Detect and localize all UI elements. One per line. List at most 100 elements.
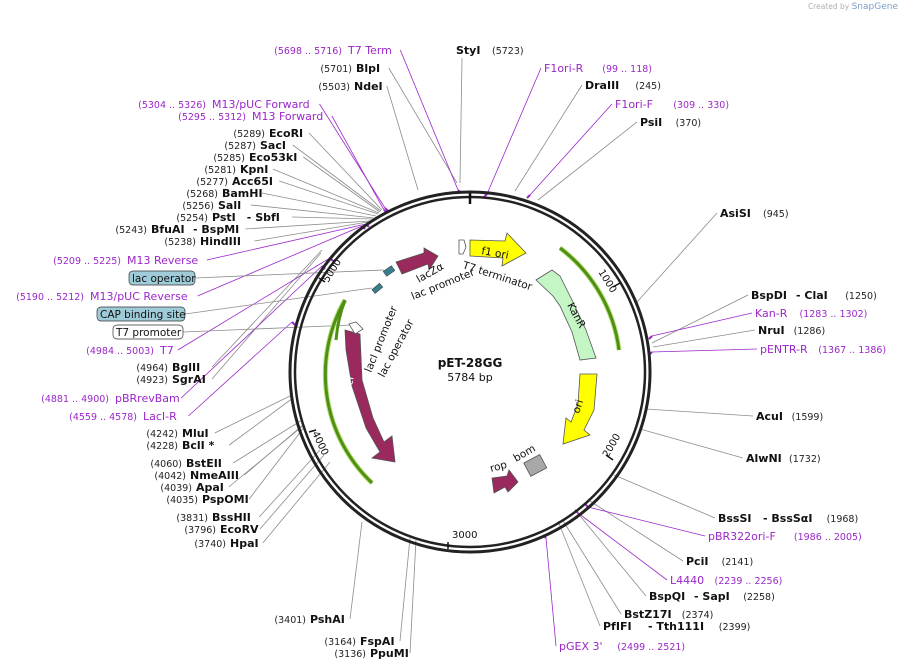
primer-range: (99 .. 118) (602, 64, 652, 75)
enzyme-position: (1732) (789, 454, 821, 465)
rop-arrow (491, 469, 519, 494)
primer-range: (5698 .. 5716) (274, 46, 342, 57)
enzyme-psii: PsiI(370) (640, 116, 701, 129)
t7-promoter-connector (182, 324, 353, 333)
enzyme-position: (3401) (274, 615, 306, 626)
enzyme-position: (4039) (160, 483, 192, 494)
enzyme-name: HpaI (230, 537, 259, 550)
enzyme-name: BclI * (182, 439, 215, 452)
enzyme-saci: SacI(5287) (224, 139, 286, 152)
enzyme-connector-bcli (228, 397, 294, 446)
enzyme-styi: StyI(5723) (456, 44, 524, 57)
enzyme-name-2: - SbfI (247, 211, 280, 224)
lacz-arrow (395, 247, 439, 275)
enzyme-name: BamHI (222, 187, 263, 200)
primer-range: (1986 .. 2005) (794, 532, 862, 543)
enzyme-connector-apai (228, 424, 305, 488)
enzyme-name: BstZ17I (624, 608, 672, 621)
enzyme-connector-bsshii (258, 449, 321, 518)
primer-mark (648, 335, 653, 340)
t7-promoter-box (112, 324, 184, 340)
enzyme-connector-pfifi (557, 520, 601, 627)
primer-m13puc_rev: M13/pUC Reverse(5190 .. 5212) (16, 290, 188, 303)
t7-terminator-arrow (458, 239, 467, 255)
primer-name: pBR322ori-F (708, 530, 776, 543)
enzyme-connector-bspqi (575, 510, 647, 597)
enzyme-connector-acui (645, 408, 754, 417)
enzyme-position: (1968) (827, 514, 859, 525)
tick-3000: 3000 (452, 530, 477, 541)
enzyme-name: SgrAI (172, 373, 206, 386)
primer-connector-m13puc_fwd (319, 103, 386, 209)
enzyme-connector-hpai (262, 461, 331, 544)
enzyme-name-2: - BssSαI (763, 512, 812, 525)
primer-range: (4984 .. 5003) (86, 346, 154, 357)
primer-name: M13 Forward (252, 110, 323, 123)
green-arcs (322, 246, 622, 485)
enzyme-blpi: BlpI(5701) (320, 62, 380, 75)
primer-name: LacI-R (143, 410, 177, 423)
enzyme-name: BlpI (356, 62, 380, 75)
primer-connector-pgex3 (545, 537, 557, 647)
tick-4000: 4000 (309, 430, 330, 458)
primer-l4440: L4440(2239 .. 2256) (670, 574, 782, 587)
enzyme-name-2: - BspMI (193, 223, 239, 236)
enzyme-connector-pshai (349, 521, 363, 620)
enzyme-connector-psti (291, 216, 373, 220)
enzyme-name: Eco53kI (249, 151, 297, 164)
enzyme-name: PfIFI (603, 620, 632, 633)
primer-name: M13/pUC Forward (212, 98, 310, 111)
primer-mark (526, 194, 531, 199)
lac-operator-box (128, 270, 196, 286)
primer-range: (5304 .. 5326) (138, 100, 206, 111)
cap-site-connector (184, 287, 373, 315)
primer-range: (2239 .. 2256) (715, 576, 783, 587)
primer-connector-laci_r (188, 321, 293, 417)
primer-connector-pbr322ori_f (587, 506, 706, 537)
primer-m13_fwd: M13 Forward(5295 .. 5312) (178, 110, 323, 123)
enzyme-name: DraIII (585, 79, 619, 92)
enzyme-mlui: MluI(4242) (146, 427, 208, 440)
enzyme-name: MluI (182, 427, 209, 440)
enzyme-connector-psii (537, 121, 638, 201)
plasmid-name: pET-28GG (438, 356, 503, 370)
enzyme-bspdi: BspDI- ClaI(1250) (751, 289, 877, 302)
enzyme-name: BspDI (751, 289, 787, 302)
enzyme-connector-bfuai (245, 220, 371, 230)
enzyme-position: (4228) (146, 441, 178, 452)
enzyme-connector-kpni (272, 168, 380, 214)
lac-operator-box-text: lac operator (132, 273, 196, 285)
enzyme-name: ApaI (196, 481, 224, 494)
enzyme-connector-alwni (639, 428, 744, 459)
enzyme-name: AsiSI (720, 207, 751, 220)
enzyme-connector-acc65i (279, 180, 379, 215)
enzyme-ecori: EcoRI(5289) (233, 127, 303, 140)
enzyme-alwni: AlwNI(1732) (746, 452, 821, 465)
laci-label: lacI (341, 375, 357, 395)
f1-ori-label: f1 ori (480, 245, 509, 262)
enzyme-position: (5277) (196, 177, 228, 188)
enzyme-connector-ecori (308, 132, 383, 211)
bom-box (523, 454, 548, 477)
enzyme-connector-fspai (399, 537, 411, 642)
enzyme-acc65i: Acc65I(5277) (196, 175, 273, 188)
rop-label: rop (489, 459, 509, 475)
enzyme-position: (2399) (719, 622, 751, 633)
enzyme-bamhi: BamHI(5268) (186, 187, 262, 200)
enzyme-position: (945) (763, 209, 789, 220)
primer-connector-pentr_r (651, 348, 758, 353)
enzyme-name-2: - Tth111I (648, 620, 704, 633)
primer-f1ori_r: F1ori-R(99 .. 118) (544, 62, 652, 75)
primer-pbrrevbam: pBRrevBam(4881 .. 4900) (41, 392, 180, 405)
enzyme-nmeaiii: NmeAIII(4042) (154, 469, 239, 482)
enzyme-name: PciI (686, 555, 708, 568)
primer-range: (309 .. 330) (673, 100, 729, 111)
enzyme-position: (5281) (204, 165, 236, 176)
enzyme-pspomi: PspOMI(4035) (166, 493, 248, 506)
enzyme-hindiii: HindIII(5238) (164, 235, 241, 248)
enzyme-bsssi: BssSI- BssSαI(1968) (718, 512, 858, 525)
ori-arrow (562, 373, 598, 445)
enzyme-connector-mlui (214, 394, 293, 434)
enzyme-position: (245) (635, 81, 661, 92)
